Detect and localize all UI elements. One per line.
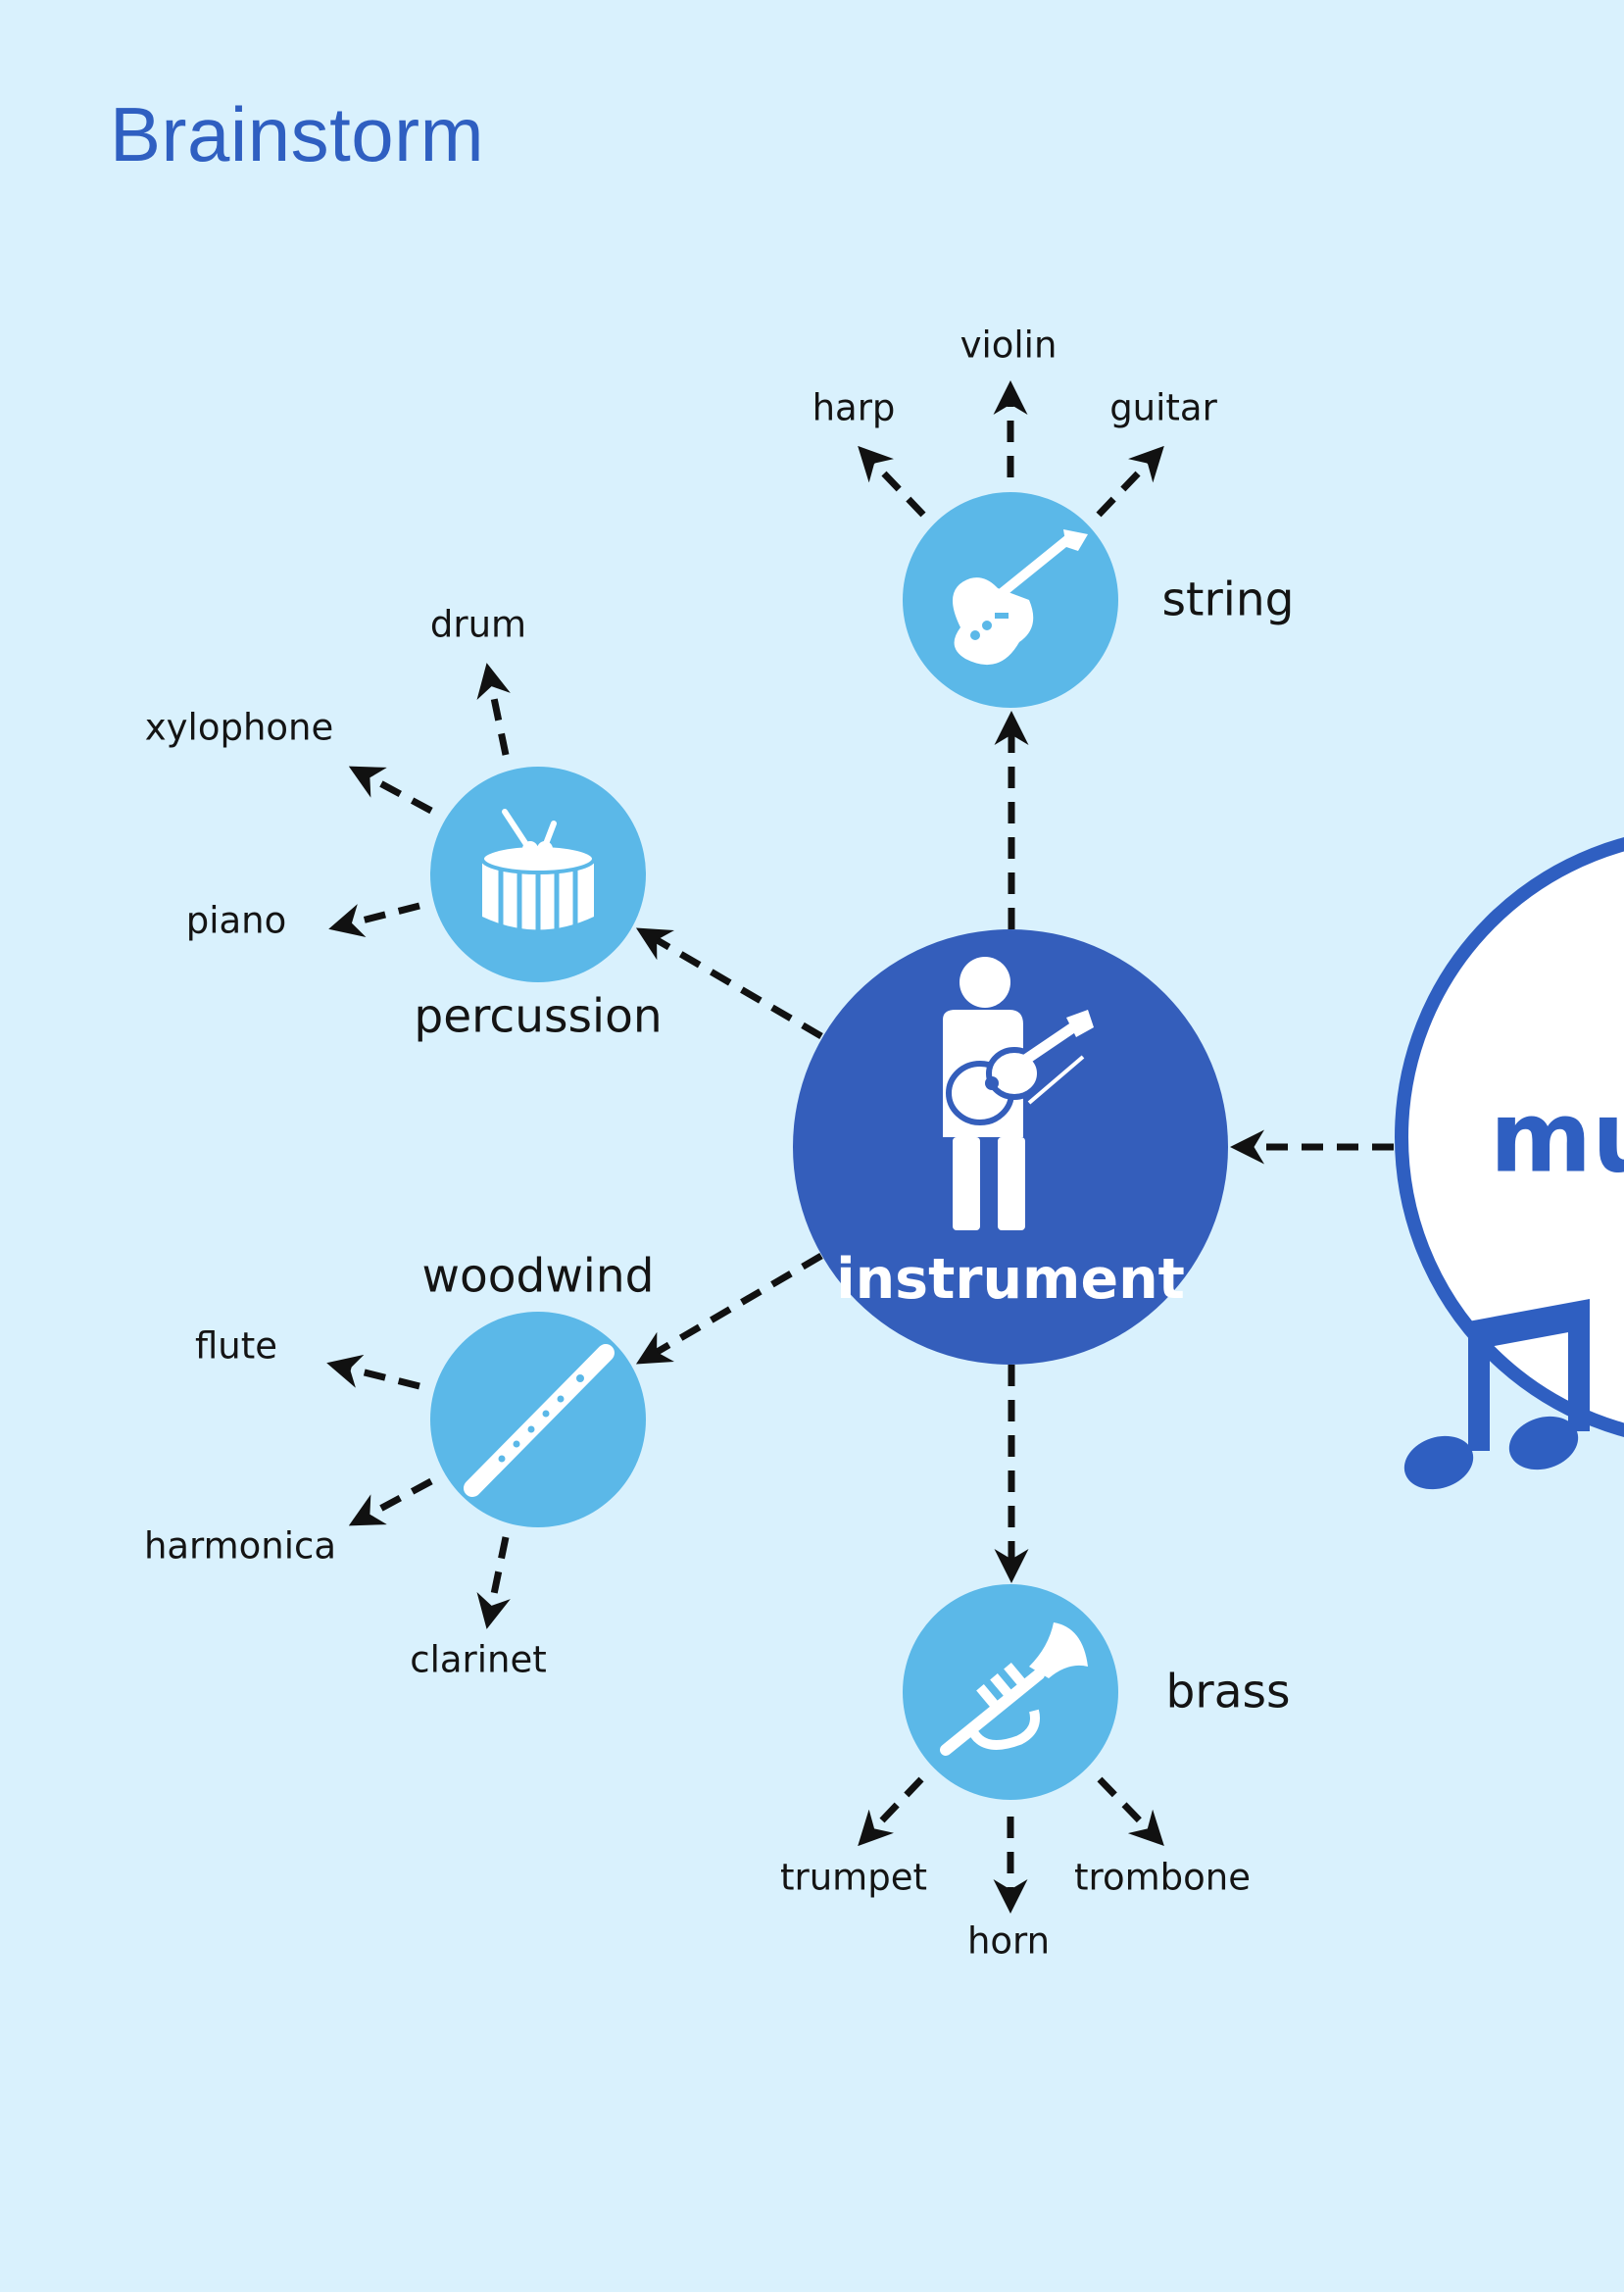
leaf-label-trombone: trombone: [1074, 1856, 1251, 1899]
main-topic-node: [1395, 837, 1624, 1437]
music-note-icon: [1403, 1299, 1590, 1490]
leaf-label-harp: harp: [812, 386, 896, 429]
center-node: [793, 929, 1228, 1365]
electric-guitar-icon: [953, 529, 1088, 666]
category-node-percussion: [430, 767, 646, 982]
leaf-label-xylophone: xylophone: [144, 706, 334, 749]
leaf-label-violin: violin: [960, 324, 1058, 367]
leaf-label-horn: horn: [966, 1919, 1051, 1963]
arrow-percussion-to-xylophone: [348, 766, 433, 815]
connector-arrows: [326, 380, 1394, 1914]
leaf-label-flute: flute: [194, 1324, 278, 1368]
arrow-brass-to-trumpet: [858, 1776, 924, 1847]
category-node-brass: [903, 1584, 1118, 1800]
category-label-string: string: [1161, 573, 1295, 627]
category-node-woodwind: [430, 1312, 646, 1527]
arrow-woodwind-to-flute: [326, 1354, 420, 1390]
arrow-center-to-woodwind: [635, 1252, 823, 1365]
center-node-label: instrument: [836, 1247, 1185, 1312]
leaf-label-clarinet: clarinet: [410, 1638, 547, 1681]
arrow-percussion-to-drum: [476, 663, 511, 756]
arrow-percussion-to-piano: [328, 902, 420, 938]
leaf-label-drum: drum: [429, 603, 527, 646]
category-label-brass: brass: [1165, 1665, 1291, 1719]
arrow-brass-to-trombone: [1097, 1776, 1164, 1847]
category-node-string: [903, 492, 1118, 708]
leaf-label-trumpet: trumpet: [780, 1856, 927, 1899]
drum-icon: [480, 809, 596, 933]
leaf-label-guitar: guitar: [1109, 386, 1217, 429]
category-label-percussion: percussion: [414, 989, 663, 1044]
leaf-label-piano: piano: [185, 899, 287, 942]
trumpet-icon: [940, 1622, 1088, 1756]
arrow-string-to-guitar: [1096, 445, 1164, 518]
main-topic-label: mu: [1490, 1079, 1624, 1195]
leaf-label-harmonica: harmonica: [143, 1524, 337, 1568]
page-title: Brainstorm: [110, 91, 485, 177]
arrow-woodwind-to-clarinet: [476, 1536, 511, 1629]
arrow-woodwind-to-harmonica: [348, 1477, 433, 1526]
flute-icon: [464, 1344, 615, 1497]
guitarist-icon: [943, 957, 1094, 1230]
arrow-center-to-percussion: [635, 927, 823, 1040]
category-label-woodwind: woodwind: [421, 1249, 655, 1304]
arrow-string-to-harp: [858, 445, 926, 518]
